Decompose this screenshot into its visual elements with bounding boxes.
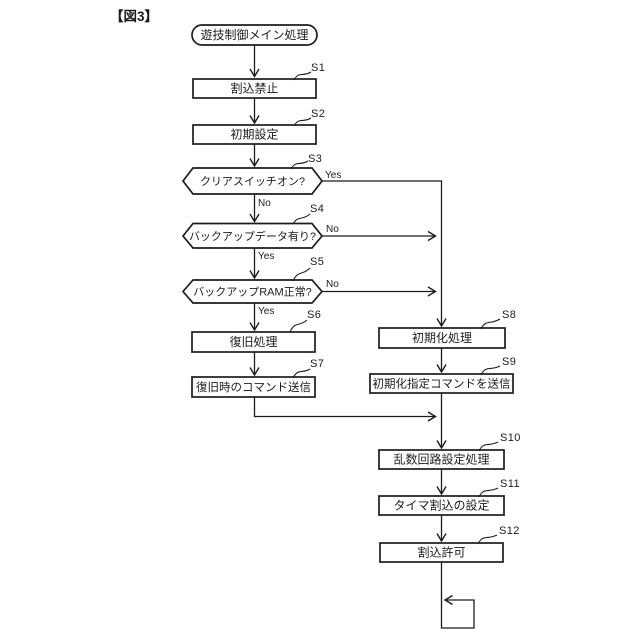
step-ref-connector-s7 xyxy=(292,368,311,379)
figure-label: 【図3】 xyxy=(110,9,158,24)
edge-s7-merge xyxy=(253,397,437,422)
step-ref-s7: S7 xyxy=(310,358,324,370)
s4-yes-label: Yes xyxy=(258,251,274,262)
terminal-start: 遊技制御メイン処理 xyxy=(191,24,318,46)
step-ref-connector-s5 xyxy=(292,267,311,282)
process-s12-label: 割込許可 xyxy=(417,545,465,560)
process-s2-box xyxy=(192,124,317,145)
step-ref-s12: S12 xyxy=(499,525,520,537)
process-s1: 割込禁止 S1 xyxy=(192,62,325,99)
process-s2: 初期設定 S2 xyxy=(192,108,325,145)
step-ref-connector-s11 xyxy=(478,487,499,498)
branch-labels: Yes No No Yes No Yes xyxy=(258,170,341,317)
s3-yes-label: Yes xyxy=(325,170,341,181)
step-ref-s4: S4 xyxy=(310,203,324,215)
process-s11-box xyxy=(378,495,505,516)
process-s8-box xyxy=(378,327,506,349)
process-s2-label: 初期設定 xyxy=(230,127,278,142)
step-ref-connector-s6 xyxy=(289,319,308,333)
decision-s4: バックアップデータ有り? S4 xyxy=(181,203,324,249)
decision-s5-shape xyxy=(181,279,324,304)
process-s7: 復旧時のコマンド送信 S7 xyxy=(191,358,324,398)
process-s10-label: 乱数回路設定処理 xyxy=(393,452,489,467)
connectors xyxy=(249,45,475,629)
step-ref-connector-s1 xyxy=(293,71,312,81)
step-ref-s9: S9 xyxy=(502,356,516,368)
process-s9: 初期化指定コマンドを送信 S9 xyxy=(369,356,516,394)
decision-s4-shape xyxy=(181,222,324,249)
process-s6-box xyxy=(191,331,316,353)
process-s9-label: 初期化指定コマンドを送信 xyxy=(373,377,511,391)
process-s1-label: 割込禁止 xyxy=(230,81,278,96)
step-ref-connector-s10 xyxy=(478,441,499,452)
process-s12-box xyxy=(379,542,504,563)
edge-s3-yes-s8 xyxy=(322,180,447,328)
step-ref-s2: S2 xyxy=(311,108,325,120)
process-s6-label: 復旧処理 xyxy=(229,334,277,349)
s3-no-label: No xyxy=(258,198,271,209)
decision-s5-label: バックアップRAM正常? xyxy=(193,286,312,299)
step-ref-connector-s12 xyxy=(477,534,498,545)
process-s7-box xyxy=(191,376,316,398)
step-ref-s6: S6 xyxy=(307,309,321,321)
decision-s4-label: バックアップデータ有り? xyxy=(189,229,316,243)
process-s7-label: 復旧時のコマンド送信 xyxy=(196,380,311,394)
step-ref-connector-s8 xyxy=(480,318,501,330)
process-s10-box xyxy=(378,449,505,470)
process-s8-label: 初期化処理 xyxy=(412,331,472,345)
decision-s3-label: クリアスイッチオン? xyxy=(200,175,305,188)
step-ref-s5: S5 xyxy=(310,256,324,268)
step-ref-s8: S8 xyxy=(502,309,516,321)
process-s11-label: タイマ割込の設定 xyxy=(393,498,489,513)
s5-yes-label: Yes xyxy=(258,306,274,317)
process-s8: 初期化処理 S8 xyxy=(378,309,516,349)
edge-s12-loop xyxy=(440,562,475,629)
process-s10: 乱数回路設定処理 S10 xyxy=(378,432,521,470)
step-ref-connector-s9 xyxy=(480,365,501,376)
process-s1-box xyxy=(192,78,317,99)
process-s6: 復旧処理 S6 xyxy=(191,309,321,353)
process-s12: 割込許可 S12 xyxy=(379,525,520,563)
process-s11: タイマ割込の設定 S11 xyxy=(378,478,520,516)
process-s9-box xyxy=(369,373,514,394)
decision-s3-shape xyxy=(181,167,324,195)
step-ref-s10: S10 xyxy=(500,432,521,444)
s4-no-label: No xyxy=(326,224,339,235)
terminal-start-shape xyxy=(191,24,318,46)
s5-no-label: No xyxy=(326,279,339,290)
step-ref-s1: S1 xyxy=(311,62,325,74)
decision-s3: クリアスイッチオン? S3 xyxy=(181,153,324,195)
decision-s5: バックアップRAM正常? S5 xyxy=(181,256,324,304)
step-ref-connector-s2 xyxy=(293,117,312,127)
step-ref-connector-s3 xyxy=(290,160,309,170)
step-ref-s11: S11 xyxy=(500,478,520,490)
step-ref-connector-s4 xyxy=(292,213,311,225)
step-ref-s3: S3 xyxy=(308,153,322,165)
terminal-start-label: 遊技制御メイン処理 xyxy=(200,27,308,42)
